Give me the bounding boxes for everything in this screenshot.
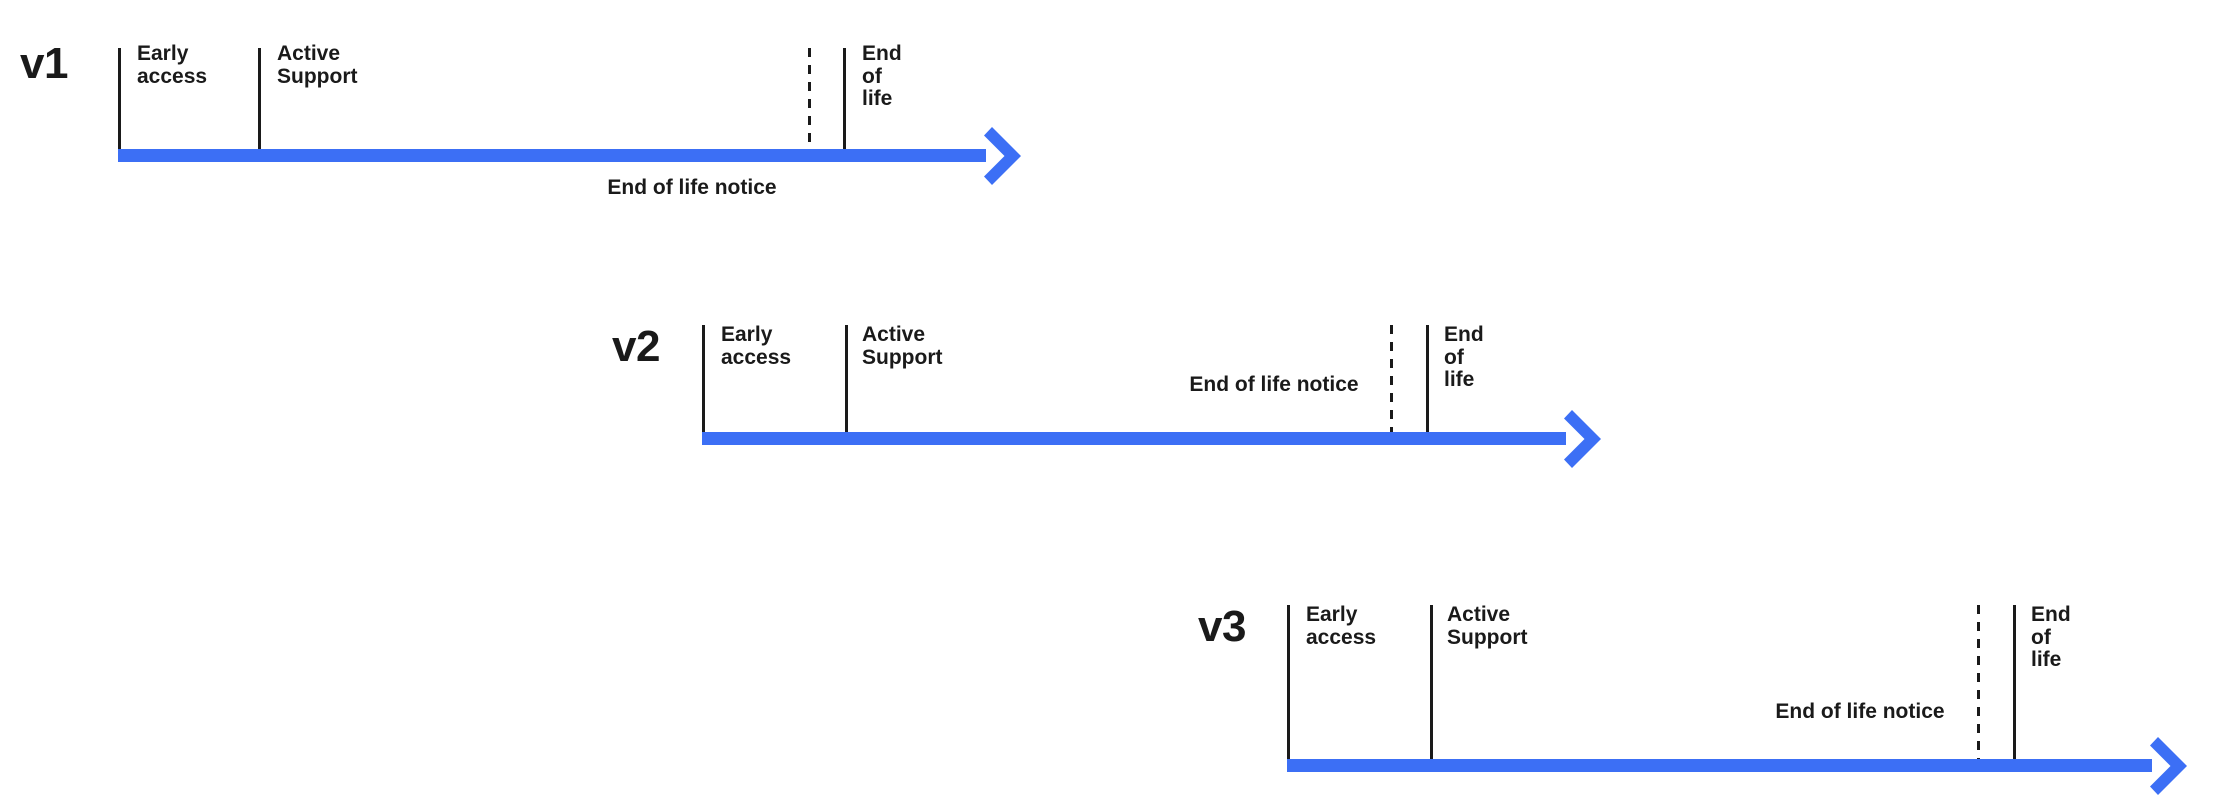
version-label-v1: v1 bbox=[20, 39, 68, 88]
timeline-shaft-v3 bbox=[1287, 759, 2152, 772]
end-of-life-notice-label-v2: End of life notice bbox=[1189, 373, 1359, 396]
phase-label-end_of_life-v2: End of life bbox=[1444, 323, 1484, 392]
phase-divider-v1-2 bbox=[843, 48, 846, 149]
phase-divider-v3-0 bbox=[1287, 605, 1290, 759]
end-of-life-notice-label-v1: End of life notice bbox=[607, 176, 777, 199]
phase-label-early_access-v1: Early access bbox=[137, 42, 208, 88]
end-of-life-notice-label-v3: End of life notice bbox=[1775, 700, 1945, 723]
phase-divider-v2-0 bbox=[702, 325, 705, 432]
phase-divider-v1-0 bbox=[118, 48, 121, 149]
version-label-v2: v2 bbox=[612, 322, 660, 371]
version-label-v3: v3 bbox=[1198, 602, 1246, 651]
end-of-life-notice-marker-v2 bbox=[1390, 325, 1393, 432]
phase-divider-v2-2 bbox=[1426, 325, 1429, 432]
timeline-shaft-v2 bbox=[702, 432, 1566, 445]
phase-divider-v1-1 bbox=[258, 48, 261, 149]
timeline-arrowhead-v3 bbox=[2150, 736, 2187, 795]
phase-label-end_of_life-v1: End of life bbox=[862, 42, 902, 111]
timeline-arrowhead-v1 bbox=[984, 126, 1021, 185]
end-of-life-notice-marker-v1 bbox=[808, 48, 811, 149]
phase-label-active_support-v1: Active Support bbox=[277, 42, 358, 88]
phase-divider-v3-1 bbox=[1430, 605, 1433, 759]
phase-divider-v2-1 bbox=[845, 325, 848, 432]
timeline-arrowhead-v2 bbox=[1564, 409, 1601, 468]
phase-divider-v3-2 bbox=[2013, 605, 2016, 759]
phase-label-active_support-v3: Active Support bbox=[1447, 603, 1528, 649]
phase-label-end_of_life-v3: End of life bbox=[2031, 603, 2071, 672]
phase-label-early_access-v2: Early access bbox=[721, 323, 792, 369]
timeline-shaft-v1 bbox=[118, 149, 986, 162]
phase-label-active_support-v2: Active Support bbox=[862, 323, 943, 369]
end-of-life-notice-marker-v3 bbox=[1977, 605, 1980, 759]
phase-label-early_access-v3: Early access bbox=[1306, 603, 1377, 649]
